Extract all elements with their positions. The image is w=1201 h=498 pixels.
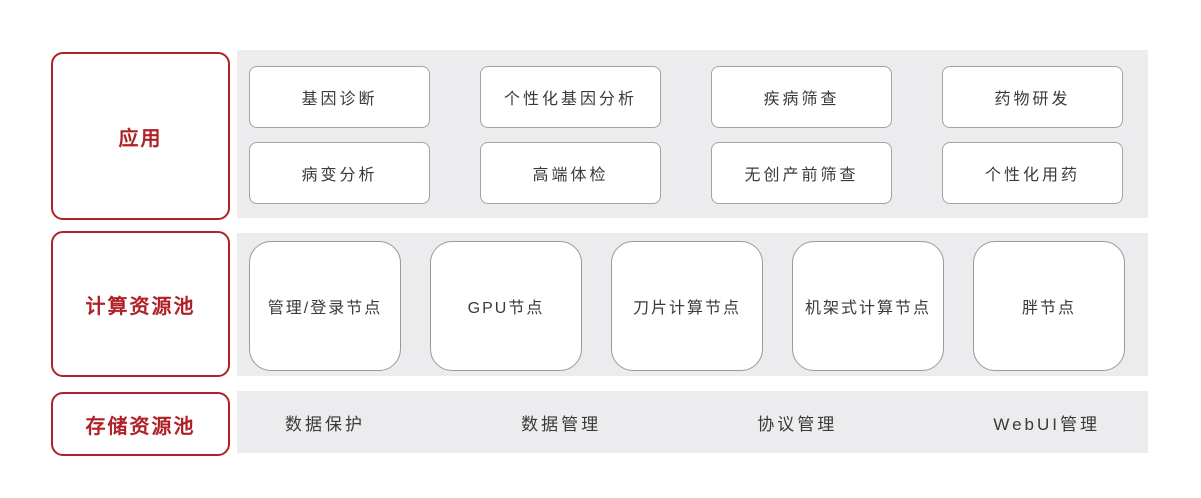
app-item-premium-checkup: 高端体检 xyxy=(480,142,661,204)
node-gpu: GPU节点 xyxy=(430,241,582,371)
node-mgmt-login: 管理/登录节点 xyxy=(249,241,401,371)
application-band: 基因诊断 个性化基因分析 疾病筛查 药物研发 病变分析 高端体检 无创产前筛查 … xyxy=(237,50,1148,218)
node-fat: 胖节点 xyxy=(973,241,1125,371)
storage-item-protocol-management: 协议管理 xyxy=(757,414,838,434)
storage-pool-label: 存储资源池 xyxy=(51,392,230,456)
compute-node-row: 管理/登录节点 GPU节点 刀片计算节点 机架式计算节点 胖节点 xyxy=(249,241,1148,371)
storage-item-data-management: 数据管理 xyxy=(521,414,602,434)
application-layer-title: 应用 xyxy=(118,127,163,150)
node-blade: 刀片计算节点 xyxy=(611,241,763,371)
compute-pool-title: 计算资源池 xyxy=(85,295,196,318)
app-item-gene-diagnosis: 基因诊断 xyxy=(249,66,430,128)
storage-band: 数据保护 数据管理 协议管理 WebUI管理 xyxy=(237,391,1148,453)
application-layer-label: 应用 xyxy=(51,52,230,220)
application-grid: 基因诊断 个性化基因分析 疾病筛查 药物研发 病变分析 高端体检 无创产前筛查 … xyxy=(249,66,1148,204)
storage-pool-title: 存储资源池 xyxy=(85,415,196,438)
storage-item-data-protection: 数据保护 xyxy=(285,414,365,434)
app-item-disease-screening: 疾病筛查 xyxy=(711,66,892,128)
app-item-drug-development: 药物研发 xyxy=(942,66,1123,128)
app-item-nipt-screening: 无创产前筛查 xyxy=(711,142,892,204)
node-rack: 机架式计算节点 xyxy=(792,241,944,371)
compute-band: 管理/登录节点 GPU节点 刀片计算节点 机架式计算节点 胖节点 xyxy=(237,233,1148,376)
app-item-personal-medication: 个性化用药 xyxy=(942,142,1123,204)
app-item-personal-gene-analysis: 个性化基因分析 xyxy=(480,66,661,128)
compute-pool-label: 计算资源池 xyxy=(51,231,230,377)
storage-item-webui-management: WebUI管理 xyxy=(993,414,1100,434)
app-item-lesion-analysis: 病变分析 xyxy=(249,142,430,204)
